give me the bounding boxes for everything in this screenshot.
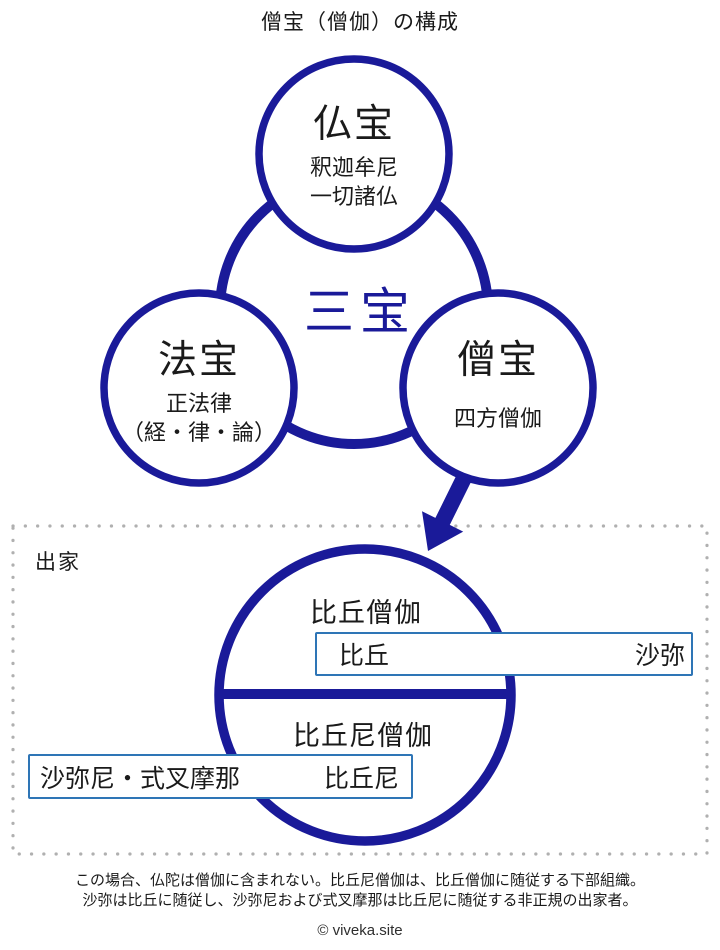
bhikkhuni-sangha-heading: 比丘尼僧伽 <box>293 721 433 751</box>
bhikkhu-box: 比丘 沙弥 <box>315 632 693 676</box>
sangha-line-1: 四方僧伽 <box>453 406 542 431</box>
buddha-line-2: 一切諸仏 <box>309 184 398 209</box>
bhikkhu-sangha-heading: 比丘僧伽 <box>310 598 422 628</box>
dharma-line-1: 正法律 <box>165 391 232 416</box>
buddha-circle-labels: 仏宝 釈迦牟尼 一切諸仏 <box>244 102 464 211</box>
dharma-circle-labels: 法宝 正法律 （経・律・論） <box>84 338 314 447</box>
samanera-label: 沙弥 <box>634 642 685 670</box>
samaneri-sikkhamana-label: 沙弥尼・式叉摩那 <box>40 764 241 793</box>
sangha-title: 僧宝 <box>456 339 539 382</box>
sangha-circle-labels: 僧宝 四方僧伽 <box>388 338 608 433</box>
sangha-circle <box>399 289 597 487</box>
dharma-circle <box>100 289 298 487</box>
bhikkhuni-label: 比丘尼 <box>323 764 399 793</box>
footnote-line-1: この場合、仏陀は僧伽に含まれない。比丘尼僧伽は、比丘僧伽に随従する下部組織。 <box>74 872 645 889</box>
dharma-line-2: （経・律・論） <box>121 420 276 445</box>
ordained-label: 出家 <box>35 551 81 574</box>
dharma-title: 法宝 <box>157 339 240 382</box>
copyright: © viveka.site <box>317 922 403 939</box>
sangha-to-ordained-arrow-icon <box>422 470 474 551</box>
diagram-title: 僧宝（僧伽）の構成 <box>261 11 459 34</box>
three-jewels-center-label: 三宝 <box>304 284 416 340</box>
buddha-circle <box>255 55 453 253</box>
footnote: この場合、仏陀は僧伽に含まれない。比丘尼僧伽は、比丘僧伽に随従する下部組織。 沙… <box>0 871 720 910</box>
bhikkhuni-box: 沙弥尼・式叉摩那 比丘尼 <box>28 754 413 799</box>
buddha-title: 仏宝 <box>312 103 395 146</box>
footnote-line-2: 沙弥は比丘に随従し、沙弥尼および式叉摩那は比丘尼に随従する非正規の出家者。 <box>82 891 638 909</box>
bhikkhu-label: 比丘 <box>339 642 390 670</box>
buddha-line-1: 釈迦牟尼 <box>309 155 398 180</box>
